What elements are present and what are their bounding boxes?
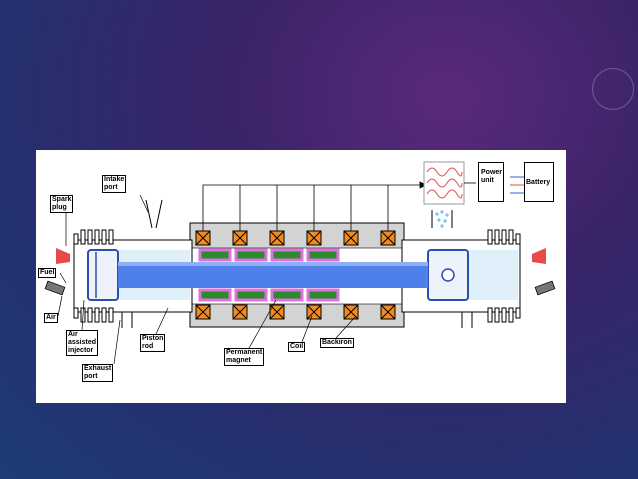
ports [121,199,473,328]
power-unit-label: Power unit [478,162,504,202]
waveform-box [423,161,476,205]
permanent-magnets [198,248,340,302]
air-label: Air [44,313,58,323]
intake-port-label: Intake port [102,175,127,193]
injector-right [534,280,556,296]
coil-label: Coil [288,342,306,352]
injector-left [44,280,66,296]
spark-plug-left [56,248,70,264]
backiron-label: Backiron [320,338,354,348]
piston-rod [118,262,428,288]
engine-diagram [44,161,556,365]
battery-label: Battery [524,162,554,202]
exhaust-port-label: Exhaust port [82,364,114,382]
decorative-circle [592,68,634,110]
leader-lines [57,194,357,365]
left-piston [87,249,119,301]
air-assisted-injector-label: Air assisted injector [66,330,99,356]
engine-diagram-panel: Intake port Spark plug Fuel Air Air assi… [36,150,566,403]
coil-wiring [202,181,427,231]
right-cylinder [401,229,521,323]
spark-plug-right [532,248,546,264]
air-spray [435,210,449,228]
spark-plug-label: Spark plug [50,195,74,213]
fuel-label: Fuel [38,268,57,278]
permanent-magnet-label: Permanent magnet [224,348,265,366]
piston-rod-label: Piston rod [140,334,166,352]
